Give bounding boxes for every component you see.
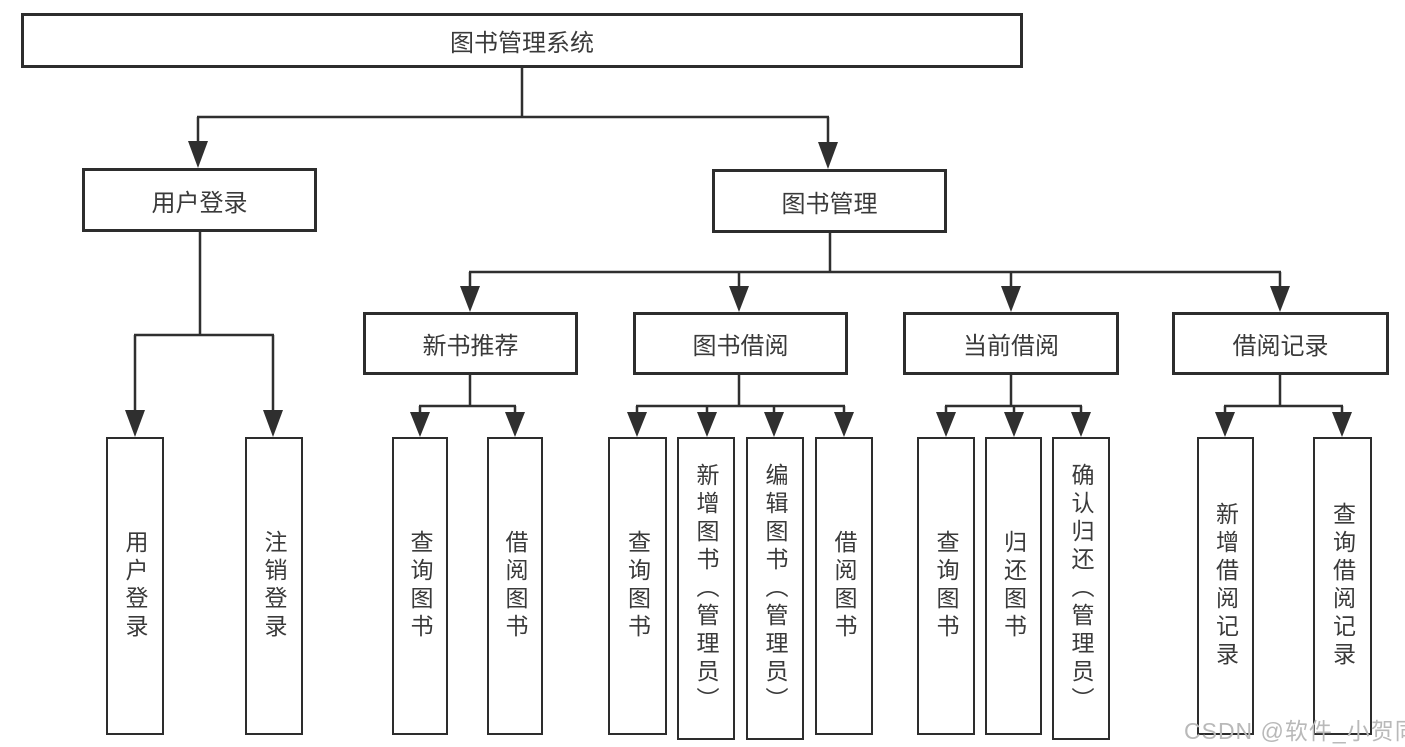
- leaf-edit-book-admin-label: 编辑图书（管理员）: [762, 462, 788, 715]
- node-root-label: 图书管理系统: [450, 30, 594, 57]
- node-book-management-label: 图书管理: [781, 190, 878, 218]
- leaf-borrow-book-label: 借阅图书: [831, 530, 857, 642]
- node-root-system: 图书管理系统: [21, 13, 1023, 68]
- node-book-borrow: 图书借阅: [633, 312, 848, 375]
- node-book-borrow-label: 图书借阅: [692, 333, 789, 360]
- node-borrow-record: 借阅记录: [1172, 312, 1389, 375]
- leaf-query-book-recommend-label: 查询图书: [407, 530, 433, 642]
- leaf-add-book-admin: 新增图书（管理员）: [677, 437, 735, 740]
- leaf-return-book-label: 归还图书: [1000, 530, 1027, 642]
- leaf-borrow-book-recommend: 借阅图书: [487, 437, 543, 735]
- leaf-query-book-current-label: 查询图书: [933, 530, 959, 642]
- leaf-confirm-return-admin-label: 确认归还（管理员）: [1068, 462, 1094, 715]
- node-current-borrow-label: 当前借阅: [963, 333, 1059, 360]
- leaf-query-borrow-record: 查询借阅记录: [1313, 437, 1372, 735]
- leaf-confirm-return-admin: 确认归还（管理员）: [1052, 437, 1110, 740]
- leaf-borrow-book: 借阅图书: [815, 437, 873, 735]
- node-borrow-record-label: 借阅记录: [1232, 333, 1329, 360]
- watermark: CSDN @软件_小贺同学: [1184, 718, 1405, 744]
- node-new-book-recommend: 新书推荐: [363, 312, 578, 375]
- leaf-user-login: 用户登录: [106, 437, 164, 735]
- leaf-add-borrow-record-label: 新增借阅记录: [1212, 502, 1239, 670]
- leaf-return-book: 归还图书: [985, 437, 1042, 735]
- leaf-borrow-book-recommend-label: 借阅图书: [502, 530, 528, 642]
- leaf-edit-book-admin: 编辑图书（管理员）: [746, 437, 804, 740]
- node-current-borrow: 当前借阅: [903, 312, 1119, 375]
- leaf-query-book-recommend: 查询图书: [392, 437, 448, 735]
- node-new-book-recommend-label: 新书推荐: [422, 333, 519, 360]
- node-book-management: 图书管理: [712, 169, 947, 233]
- leaf-query-book-borrow-label: 查询图书: [624, 530, 651, 642]
- arrowhead-icons: [125, 141, 1352, 437]
- node-user-login-label: 用户登录: [151, 189, 248, 217]
- leaf-query-book-current: 查询图书: [917, 437, 975, 735]
- leaf-user-login-label: 用户登录: [122, 530, 148, 642]
- leaf-add-borrow-record: 新增借阅记录: [1197, 437, 1254, 735]
- leaf-add-book-admin-label: 新增图书（管理员）: [693, 462, 719, 715]
- leaf-query-book-borrow: 查询图书: [608, 437, 667, 735]
- node-user-login: 用户登录: [82, 168, 317, 232]
- leaf-logout-label: 注销登录: [261, 530, 287, 642]
- leaf-query-borrow-record-label: 查询借阅记录: [1329, 502, 1356, 670]
- leaf-logout: 注销登录: [245, 437, 303, 735]
